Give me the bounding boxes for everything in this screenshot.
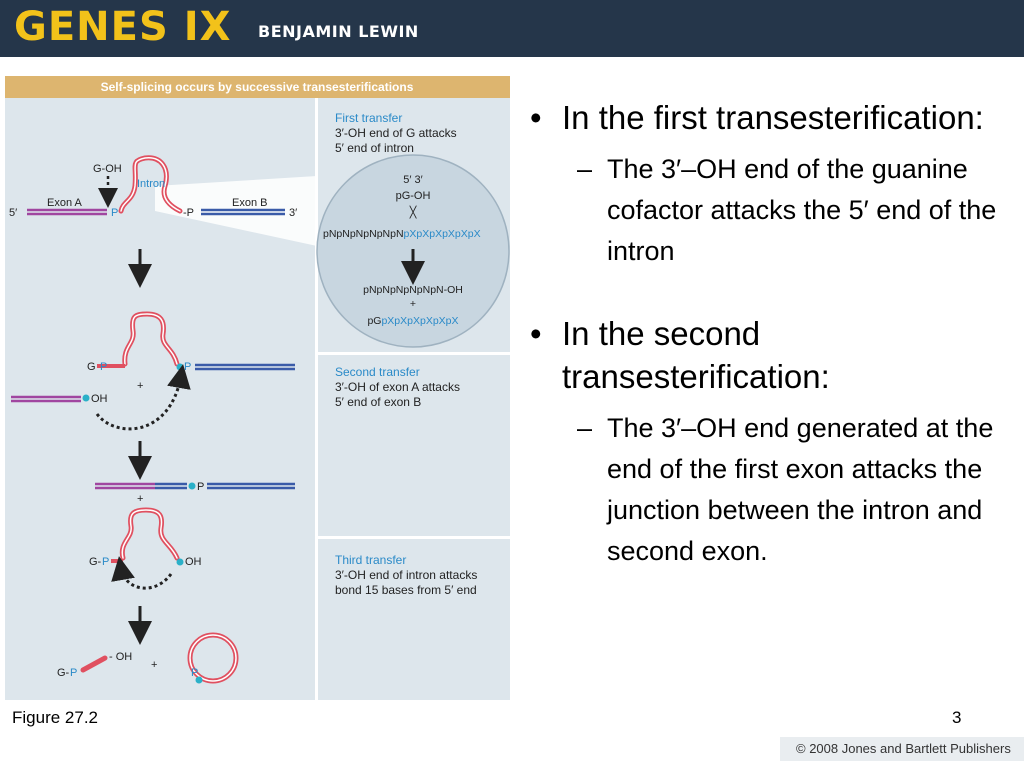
g-dash-label-2: G- [57,667,70,679]
first-transfer-line2: 5′ end of intron [335,141,414,155]
p-label-2: P [100,361,107,373]
dash-oh-label: - OH [109,651,132,663]
bullet-glyph: • [530,315,542,352]
brand-title: GENES IX [14,4,232,50]
p-label-4: P [197,481,204,493]
third-transfer: Third transfer 3′-OH end of intron attac… [335,553,477,597]
copyright: © 2008 Jones and Bartlett Publishers [796,741,1011,756]
second-transfer-line1: 3′-OH of exon A attacks [335,380,460,394]
circle-result2: pGpXpXpXpXpXpX [367,315,458,327]
three-prime-label: 3′ [289,207,297,219]
step-1: G-OH 5′ Exon A P Intron -P Exon B 3′ [9,155,297,219]
bullet-1-text: In the first transesterification: [562,99,984,136]
sub-bullet-2-text: The 3′–OH end generated at the end of th… [607,413,994,566]
p-label: P [111,207,118,219]
first-transfer: First transfer 3′-OH end of G attacks 5′… [316,111,510,348]
exon-a-label: Exon A [47,197,83,209]
phosphate-dot [176,363,184,371]
intron-loop-3-highlight [121,509,178,559]
circle-primes: 5′ 3′ [403,174,422,186]
panel-divider-1 [318,352,510,355]
oh-dot [82,394,90,402]
plus-label-2: + [137,493,143,505]
circle-cross: ╳ [409,205,418,219]
released-fragment [80,655,108,673]
sub-bullet-glyph: – [577,154,593,184]
intron-label: Intron [137,178,165,190]
step-2: G P P + OH [11,311,295,431]
sub-bullet-1: – The 3′–OH end of the guanine cofactor … [520,149,1010,272]
oh-dot-2 [176,558,184,566]
joined-dot [188,482,196,490]
sub-bullet-glyph: – [577,413,593,443]
g-dash-label: G- [89,556,102,568]
p-label-5: P [102,556,109,568]
sub-bullet-2: – The 3′–OH end generated at the end of … [520,408,1010,572]
second-transfer-line2: 5′ end of exon B [335,395,421,409]
intron-loop-highlight [120,157,181,212]
banner-text: Self-splicing occurs by successive trans… [101,80,414,94]
bullet-1: • In the first transesterification: [520,96,1010,139]
sub-bullet-1-text: The 3′–OH end of the guanine cofactor at… [607,154,997,266]
five-prime-label: 5′ [9,207,17,219]
second-transfer: Second transfer 3′-OH of exon A attacks … [335,365,460,409]
p-label-3: P [184,361,191,373]
first-transfer-line1: 3′-OH end of G attacks [335,126,457,140]
third-transfer-line2: bond 15 bases from 5′ end [335,583,477,597]
dotted-curve-arrow-1 [95,364,191,431]
panel-divider-vertical [315,98,318,700]
banner [5,76,510,98]
first-transfer-title: First transfer [335,111,402,125]
bullet-glyph: • [530,99,542,136]
goh-label: G-OH [93,163,122,175]
page-number: 3 [952,708,962,727]
bullet-2-text: In the second transesterification: [562,315,830,395]
oh-label: OH [91,393,108,405]
figure-panel: Self-splicing occurs by successive trans… [5,76,510,700]
brand-author: BENJAMIN LEWIN [258,22,419,41]
oh-label-2: OH [185,556,202,568]
header-bar: GENES IX BENJAMIN LEWIN [0,0,1024,57]
exon-b-label: Exon B [232,197,267,209]
bullet-list: • In the first transesterification: – Th… [520,96,1010,572]
panel-divider-2 [318,536,510,539]
step-3: P + G- P OH [89,481,295,590]
circle-result1: pNpNpNpNpNpN-OH [363,284,463,296]
second-transfer-title: Second transfer [335,365,420,379]
circle-sequence: pNpNpNpNpNpNpXpXpXpXpXpX [323,228,481,240]
third-transfer-line1: 3′-OH end of intron attacks [335,568,477,582]
step-4: G- P - OH + P [57,632,239,684]
dotted-curve-arrow-2 [111,556,173,590]
circle-plus: + [410,298,416,310]
circle-dot [195,676,203,684]
circular-intron-highlight [189,634,237,682]
self-splicing-diagram: Self-splicing occurs by successive trans… [5,76,510,700]
plus-label: + [137,380,143,392]
p-label-6: P [70,667,77,679]
plus-label-3: + [151,659,157,671]
copyright-band [780,737,1024,761]
third-transfer-title: Third transfer [335,553,406,567]
g-label: G [87,361,96,373]
figure-caption: Figure 27.2 [12,708,98,727]
circle-pgoh: pG-OH [396,190,431,202]
dash-p-label: -P [183,207,194,219]
intron-loop-2-highlight [124,313,178,365]
bullet-2: • In the second transesterification: [520,312,1010,398]
p-label-7: P [191,667,198,679]
